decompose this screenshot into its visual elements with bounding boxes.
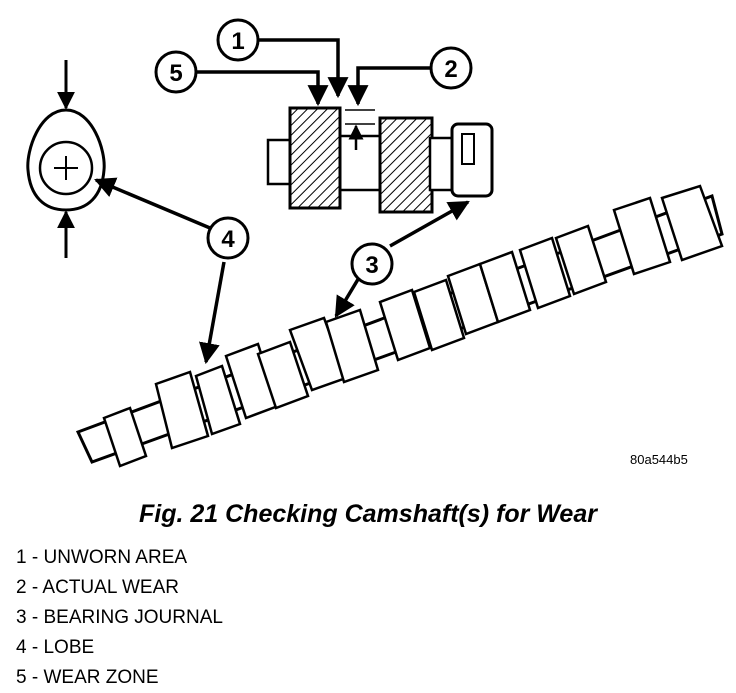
camshaft-lobes [102, 184, 724, 468]
legend: 1 - UNWORN AREA 2 - ACTUAL WEAR 3 - BEAR… [16, 543, 223, 693]
detail-lobe-1-wear-zone [288, 106, 342, 210]
callout-3: 3 [350, 242, 394, 286]
cam-lobe [154, 370, 210, 450]
camshaft-wear-diagram: 1 2 5 3 4 [26, 18, 724, 468]
cam-lobe [102, 406, 148, 468]
callout-1-number: 1 [231, 28, 244, 55]
lobe-cross-section [26, 60, 106, 258]
leader-4a [94, 177, 211, 230]
legend-number: 2 [16, 577, 27, 598]
cam-lobe [554, 224, 608, 296]
legend-item: 1 - UNWORN AREA [16, 543, 223, 573]
legend-label: UNWORN AREA [43, 547, 188, 568]
callout-3-number: 3 [365, 252, 378, 279]
cam-lobe [518, 236, 572, 310]
leader-5 [196, 70, 329, 107]
cam-lobe [412, 278, 466, 352]
callout-5-number: 5 [169, 60, 182, 87]
cam-front-journal [660, 184, 724, 262]
legend-item: 4 - LOBE [16, 633, 223, 663]
callout-4: 4 [206, 216, 250, 260]
legend-label: WEAR ZONE [43, 667, 159, 688]
callout-5: 5 [154, 50, 198, 94]
cam-lobe [194, 364, 242, 436]
detail-shaft-left [266, 138, 294, 186]
camshaft [75, 184, 724, 468]
figure-reference-code: 80a544b5 [630, 452, 688, 467]
legend-separator: - [26, 637, 44, 658]
legend-label: BEARING JOURNAL [43, 607, 223, 628]
leader-3b [334, 275, 362, 318]
legend-number: 3 [16, 607, 27, 628]
legend-label: ACTUAL WEAR [42, 577, 179, 598]
callout-2-number: 2 [444, 56, 457, 83]
detail-lobe-2 [378, 116, 434, 214]
cam-lobe [256, 340, 310, 410]
leader-2 [347, 66, 430, 107]
cam-lobe [378, 288, 432, 362]
legend-separator: - [26, 667, 44, 688]
detail-shaft-mid [338, 134, 382, 192]
leader-4b [199, 261, 226, 365]
legend-number: 4 [16, 637, 27, 658]
legend-separator: - [26, 607, 44, 628]
legend-item: 2 - ACTUAL WEAR [16, 573, 223, 603]
callout-2: 2 [429, 46, 473, 90]
legend-number: 1 [16, 547, 27, 568]
cam-lobe [478, 250, 532, 324]
figure-caption: Fig. 21 Checking Camshaft(s) for Wear [139, 500, 597, 528]
legend-separator: - [26, 577, 43, 598]
detail-shaft-right [428, 136, 454, 192]
legend-item: 3 - BEARING JOURNAL [16, 603, 223, 633]
callout-1: 1 [216, 18, 260, 62]
cam-journal [612, 196, 672, 276]
lobe-detail [266, 106, 494, 214]
legend-separator: - [26, 547, 44, 568]
leader-3a [389, 200, 470, 248]
leader-1 [258, 38, 349, 99]
legend-label: LOBE [43, 637, 95, 658]
leader-lines [94, 38, 470, 365]
callout-4-number: 4 [221, 226, 235, 253]
legend-item: 5 - WEAR ZONE [16, 663, 223, 693]
legend-number: 5 [16, 667, 27, 688]
detail-oil-hole [461, 133, 475, 165]
